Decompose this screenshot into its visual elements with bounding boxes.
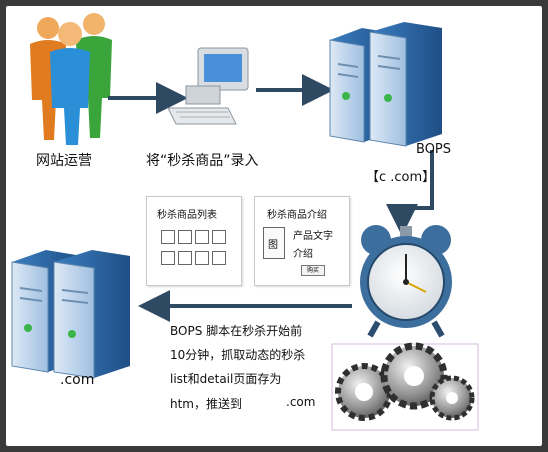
desc-line-4-tail: .com: [286, 395, 316, 409]
entry-label: 将“秒杀商品”录入: [146, 153, 259, 169]
list-checkbox[interactable]: [178, 230, 192, 244]
people-icon: [30, 13, 112, 145]
bops-server-icon: [329, 22, 442, 147]
list-card-title: 秒杀商品列表: [157, 210, 217, 221]
list-checkbox[interactable]: [212, 251, 226, 265]
list-checkbox[interactable]: [161, 230, 175, 244]
buy-button[interactable]: 购买: [301, 265, 325, 276]
detail-card-title: 秒杀商品介绍: [267, 210, 327, 221]
list-checkbox[interactable]: [178, 251, 192, 265]
gears-icon: [331, 342, 479, 431]
target-server-icon: [11, 250, 130, 379]
bops-domain-label: 【c .com】: [366, 170, 436, 185]
computer-icon: [167, 47, 249, 125]
product-text-line1: 产品文字: [293, 231, 333, 242]
alarm-clock-icon: [360, 225, 452, 338]
desc-line-2: 10分钟，抓取动态的秒杀: [170, 348, 306, 362]
flow-arrow-3: [386, 150, 434, 236]
image-placeholder-label: 图: [268, 240, 278, 251]
desc-line-3: list和detail页面存为: [170, 372, 282, 386]
list-checkbox[interactable]: [212, 230, 226, 244]
seckill-list-card: 秒杀商品列表: [146, 196, 242, 286]
desc-line-4: htm，推送到: [170, 397, 243, 411]
list-checkbox[interactable]: [195, 230, 209, 244]
target-domain-label: .com: [60, 372, 95, 388]
list-checkbox[interactable]: [195, 251, 209, 265]
list-checkbox[interactable]: [161, 251, 175, 265]
operator-label: 网站运营: [36, 153, 92, 169]
product-text-line2: 介绍: [293, 249, 313, 260]
bops-label: BOPS: [416, 142, 452, 157]
desc-line-1: BOPS 脚本在秒杀开始前: [170, 324, 303, 338]
seckill-detail-card: 秒杀商品介绍 图 产品文字 介绍 购买: [254, 196, 350, 286]
product-image-placeholder: 图: [263, 227, 285, 259]
